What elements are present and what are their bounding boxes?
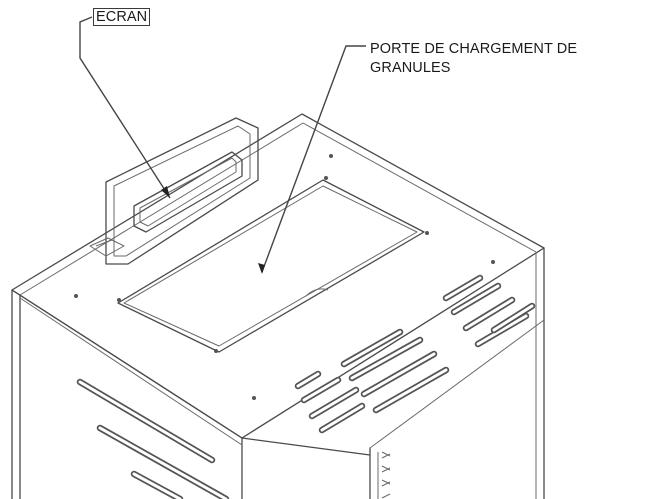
porte-label: PORTE DE CHARGEMENT DE GRANULES [370,40,645,78]
screw-dots [74,154,495,400]
porte-leader [258,45,366,274]
side-connectors [381,451,391,499]
pellet-loading-door [117,179,425,353]
screen-panel [89,117,259,265]
front-louvres [76,378,230,499]
top-vent-slots [294,274,536,434]
porte-label-line2: GRANULES [370,60,451,76]
ecran-label: ECRAN [93,8,151,26]
ecran-leader [79,16,171,199]
porte-label-line1: PORTE DE CHARGEMENT DE [370,41,578,57]
